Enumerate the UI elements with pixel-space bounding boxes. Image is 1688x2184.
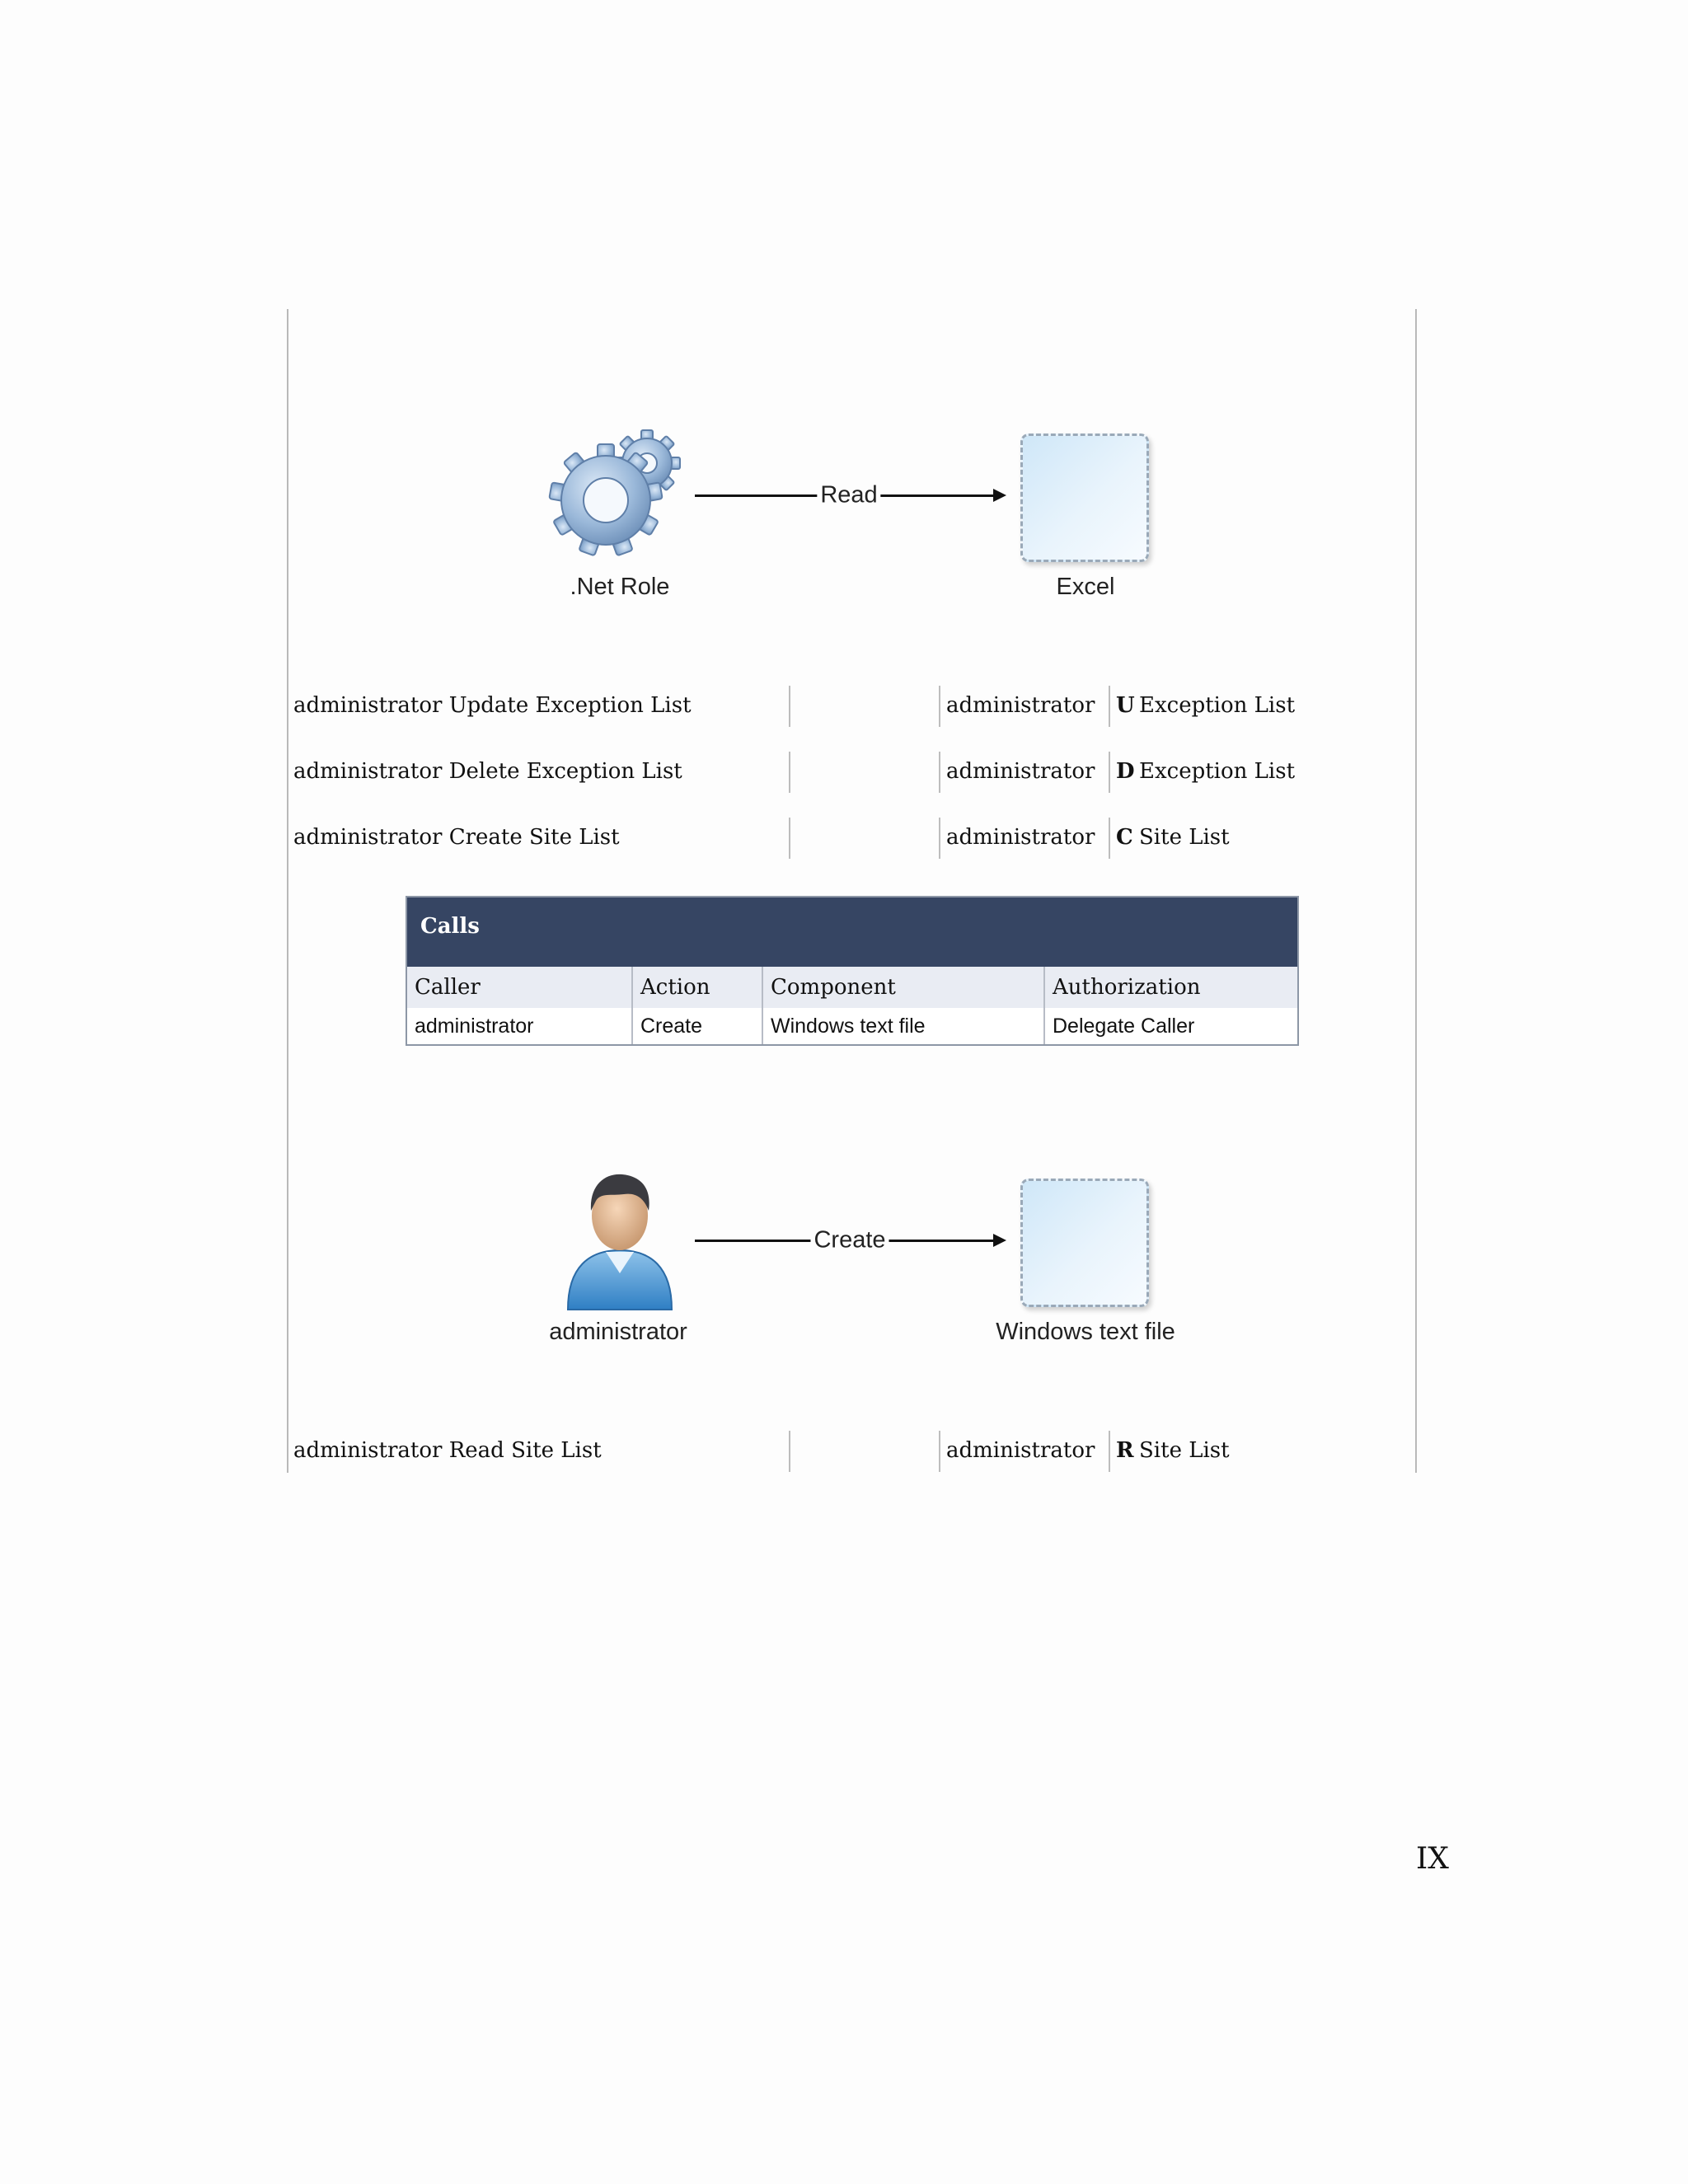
user-icon [566,1174,673,1310]
row-letter: R [1116,1438,1134,1463]
row-separator [1109,752,1110,793]
row-separator [1109,686,1110,727]
row-separator [789,818,790,859]
right-border-line [1415,309,1417,1473]
row-caller: administrator [946,693,1095,718]
row-letter: D [1116,759,1135,784]
row-caller: administrator [946,759,1095,784]
column-header-caller: Caller [407,967,633,1008]
node-label-administrator: administrator [549,1319,687,1345]
row-description: administrator Read Site List [293,1438,602,1463]
row-object: Site List [1139,825,1230,850]
row-caller: administrator [946,1438,1095,1463]
row-letter: C [1116,825,1133,850]
cell-authorization: Delegate Caller [1053,1014,1195,1038]
row-description: administrator Create Site List [293,825,620,850]
row-separator [789,686,790,727]
row-separator [939,1431,940,1472]
calls-table: Calls Caller Action Component Authorizat… [406,896,1299,1046]
table-title: Calls [407,898,1297,967]
column-header-action: Action [633,967,763,1008]
row-letter: U [1116,693,1135,718]
arrowhead-icon [993,1234,1006,1247]
table-header-row: Caller Action Component Authorization [407,967,1297,1008]
row-separator [1109,818,1110,859]
page-number: IX [1416,1842,1449,1876]
row-separator [939,686,940,727]
row-caller: administrator [946,825,1095,850]
row-separator [939,752,940,793]
row-separator [789,752,790,793]
row-object: Exception List [1139,693,1296,718]
cell-component: Windows text file [763,1008,1045,1044]
gears-icon [548,429,681,556]
cell-action: Create [633,1008,763,1044]
left-border-line [287,309,288,1473]
column-header-component: Component [763,967,1045,1008]
cell-caller: administrator [407,1008,633,1044]
component-box-excel [1020,434,1149,562]
row-object: Site List [1139,1438,1230,1463]
row-separator [1109,1431,1110,1472]
table-row: administrator Create Windows text file D… [407,1008,1297,1044]
row-description: administrator Update Exception List [293,693,692,718]
column-header-authorization: Authorization [1053,975,1201,1000]
node-label-windows-text-file: Windows text file [996,1319,1175,1345]
row-separator [939,818,940,859]
row-object: Exception List [1139,759,1296,784]
node-label-excel: Excel [1056,574,1115,600]
arrowhead-icon [993,489,1006,502]
edge-label-read: Read [817,481,881,509]
row-separator [789,1431,790,1472]
node-label-net-role: .Net Role [570,574,670,600]
row-description: administrator Delete Exception List [293,759,682,784]
component-box-windows-text-file [1020,1179,1149,1307]
edge-label-create: Create [810,1226,889,1254]
